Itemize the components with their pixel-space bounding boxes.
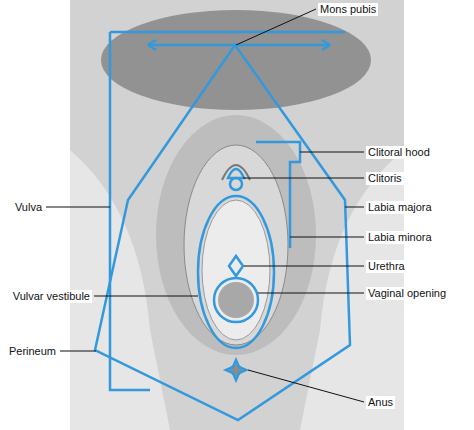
opening-shape [218,282,254,318]
part-label: Labia majora [366,201,434,214]
part-label: Vulva [13,201,44,214]
leader-line [94,296,198,297]
part-label: Urethra [366,260,407,273]
vulva-bracket [110,32,345,390]
leader-line [244,266,364,267]
part-label: Perineum [7,345,58,358]
part-label: Clitoral hood [366,146,432,159]
skin-ground [70,0,404,430]
leader-line [290,237,364,238]
vestibule-shape [202,200,270,340]
leader-line [236,9,316,45]
mons-hair [101,10,371,110]
leader-line [243,178,364,179]
leader-line [258,293,364,294]
leader-line [248,370,364,402]
anus-outline [226,360,246,380]
urethra-outline [229,256,243,276]
clitoral-hood-outline [228,169,244,178]
anus-shape [230,364,242,376]
leader-lines [46,9,364,402]
leader-line [60,351,96,352]
part-label: Labia minora [366,231,434,244]
part-label: Anus [366,396,395,409]
part-label: Clitoris [366,172,404,185]
leader-line [345,207,364,208]
clitoris-outline [230,178,242,190]
labia-bracket [256,142,300,248]
region-outlines [95,32,350,420]
part-label: Vulvar vestibule [11,290,92,303]
leader-line [300,152,364,153]
part-label: Vaginal opening [366,287,448,300]
leader-line [46,207,110,208]
opening-outline [214,278,258,322]
perineum-outline [95,45,350,420]
pelvic-region [70,0,404,430]
vestibule-outline [198,196,274,348]
labia-majora-shape [156,115,316,355]
part-label: Mons pubis [318,3,378,16]
